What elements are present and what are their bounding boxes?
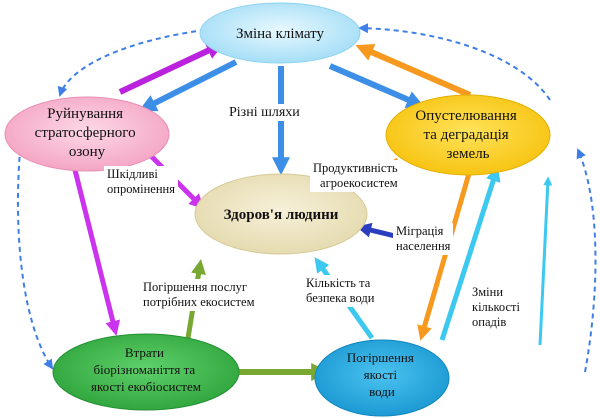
- label-harmful-radiation: Шкідливі опромінення: [104, 166, 178, 198]
- dashed-arrow-desert-to-climate: [358, 23, 551, 101]
- node-desert-line-1: Опустелювання: [415, 108, 517, 124]
- arrow-water-to-desert-2: [538, 176, 553, 346]
- node-climate-label: Зміна клімату: [236, 26, 325, 42]
- node-desert-line-2: та деградація: [424, 127, 509, 143]
- node-biodiv-line-1: Втрати: [125, 345, 164, 360]
- arrow-ozone-to-climate: [118, 42, 225, 95]
- node-biodiv: Втрати біорізноманіття та якості екобіос…: [52, 333, 240, 411]
- ozone-climate-arrows: [118, 42, 238, 112]
- node-health-label: Здоров'я людини: [224, 207, 339, 223]
- label-water-quantity: Кількість та безпека води: [303, 275, 378, 307]
- dashed-arrow-ozone-to-biodiv: [16, 129, 54, 370]
- node-water: Погіршення якості води: [314, 339, 450, 417]
- arrow-ozone-to-biodiv: [67, 149, 121, 336]
- node-desert: Опустелювання та деградація земель: [385, 94, 551, 176]
- label-migration: Міграція населення: [393, 223, 454, 255]
- node-climate: Зміна клімату: [199, 2, 361, 64]
- dashed-arrow-climate-to-ozone: [57, 29, 206, 97]
- label-precipitation: Зміни кількості опадів: [469, 284, 523, 331]
- arrow-climate-to-desert: [328, 63, 425, 108]
- dashed-feedback-arrows: [16, 23, 597, 373]
- node-water-line-2: якості: [364, 367, 398, 382]
- label-different-paths: Різні шляхи: [226, 104, 303, 121]
- svg-text:Руйнування стратосферног: Руйнування стратосферного озону: [35, 106, 140, 160]
- node-biodiv-line-3: якості екобіосистем: [91, 379, 201, 394]
- node-ozone-line-1: Руйнування: [47, 106, 123, 122]
- node-water-line-1: Погіршення: [347, 350, 414, 365]
- arrow-climate-to-ozone: [138, 59, 238, 112]
- arrow-water-to-desert-1: [439, 166, 501, 341]
- dashed-arrow-water-to-desert: [576, 148, 597, 373]
- node-ozone-line-3: озону: [69, 144, 106, 160]
- node-ozone: Руйнування стратосферного озону: [4, 96, 170, 172]
- desert-climate-arrows: [328, 44, 472, 108]
- node-water-line-3: води: [369, 384, 395, 399]
- label-agro-productivity: Продуктивність агроекосистем: [310, 160, 401, 192]
- arrow-migration-to-health: [356, 222, 396, 239]
- svg-text:Опустелювання та деграда: Опустелювання та деградація земель: [415, 108, 520, 162]
- svg-text:Погіршення якості: Погіршення якості води: [347, 350, 417, 399]
- node-biodiv-line-2: біорізноманіття та: [94, 362, 196, 377]
- arrow-desert-to-climate: [355, 44, 472, 98]
- node-ozone-line-2: стратосферного: [35, 125, 136, 141]
- label-ecosystem-services: Погіршення послуг потрібних екосистем: [140, 279, 258, 311]
- svg-text:Втрати біорізноманіття т: Втрати біорізноманіття та якості екобіос…: [91, 345, 201, 394]
- node-health: Здоров'я людини: [194, 173, 368, 255]
- node-desert-line-3: земель: [446, 146, 489, 162]
